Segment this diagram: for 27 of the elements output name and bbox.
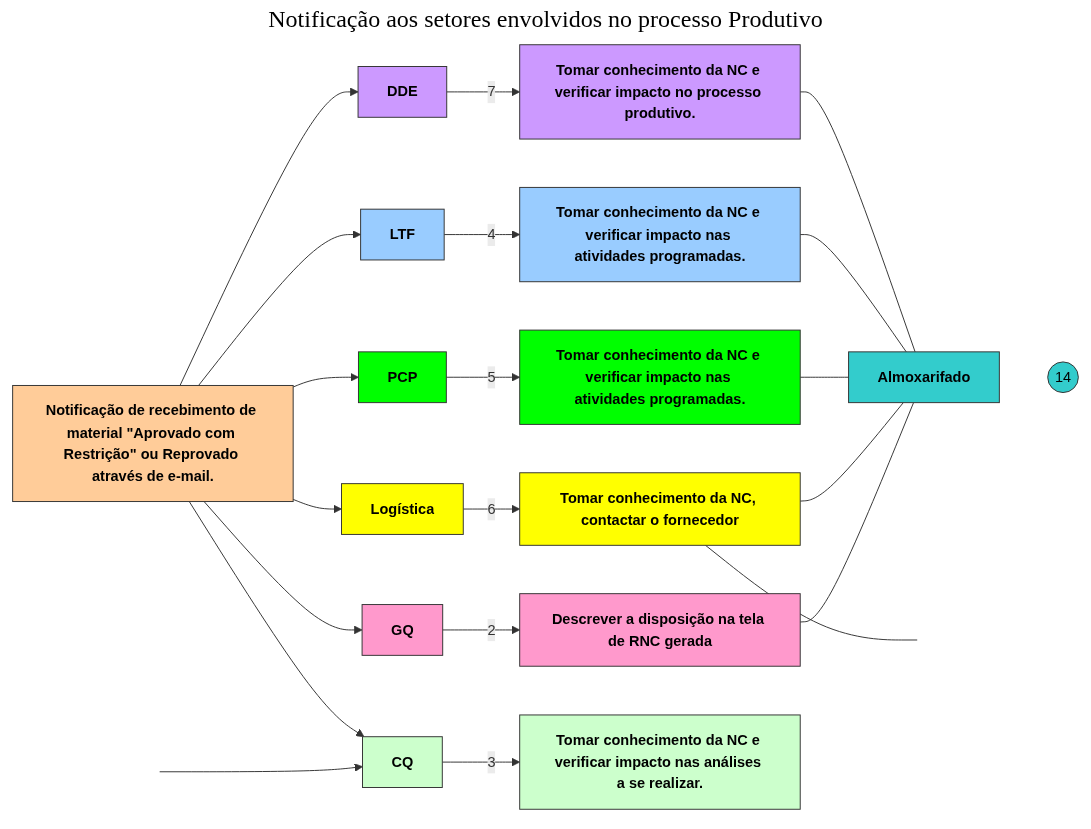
node-box: Tomar conhecimento da NC, contactar o fornecedor bbox=[519, 472, 801, 546]
node-box: CQ bbox=[362, 736, 443, 788]
node-box: GQ bbox=[361, 604, 444, 656]
node-box: Tomar conhecimento da NC e verificar impacto nas atividades programadas. bbox=[519, 186, 801, 283]
edge-label: 5 bbox=[487, 368, 496, 385]
node-label: 14 bbox=[1054, 368, 1072, 385]
node-box: PCP bbox=[357, 351, 447, 404]
edge-label: 6 bbox=[487, 500, 496, 517]
connector bbox=[799, 234, 907, 353]
node-box: Logística bbox=[341, 483, 464, 535]
diagram-title: Notificação aos setores envolvidos no processo Produtivo bbox=[267, 6, 824, 33]
connector bbox=[799, 91, 916, 353]
edge-label: 7 bbox=[487, 82, 496, 100]
connector bbox=[799, 402, 915, 623]
connector bbox=[799, 376, 850, 378]
node-box: Almoxarifado bbox=[848, 351, 1000, 404]
edge-label: 2 bbox=[487, 621, 496, 638]
node-box: Tomar conhecimento da NC e verificar impacto nas análises a se realizar. bbox=[519, 714, 801, 810]
node-box: DDE bbox=[357, 66, 448, 118]
node-box: Tomar conhecimento da NC e verificar impacto nas atividades programadas. bbox=[519, 329, 801, 425]
node-box: LTF bbox=[360, 208, 445, 261]
edge-label: 3 bbox=[487, 753, 496, 770]
edge-label: 4 bbox=[487, 225, 496, 243]
connector bbox=[799, 402, 904, 502]
node-box: Tomar conhecimento da NC e verificar impacto no processo produtivo. bbox=[519, 44, 801, 140]
node-box: Notificação de recebimento de material "Aprovado com Restrição" ou Reprovado através de e-mail. bbox=[12, 385, 294, 503]
node-box: Descrever a disposição na tela de RNC gerada bbox=[519, 593, 801, 667]
